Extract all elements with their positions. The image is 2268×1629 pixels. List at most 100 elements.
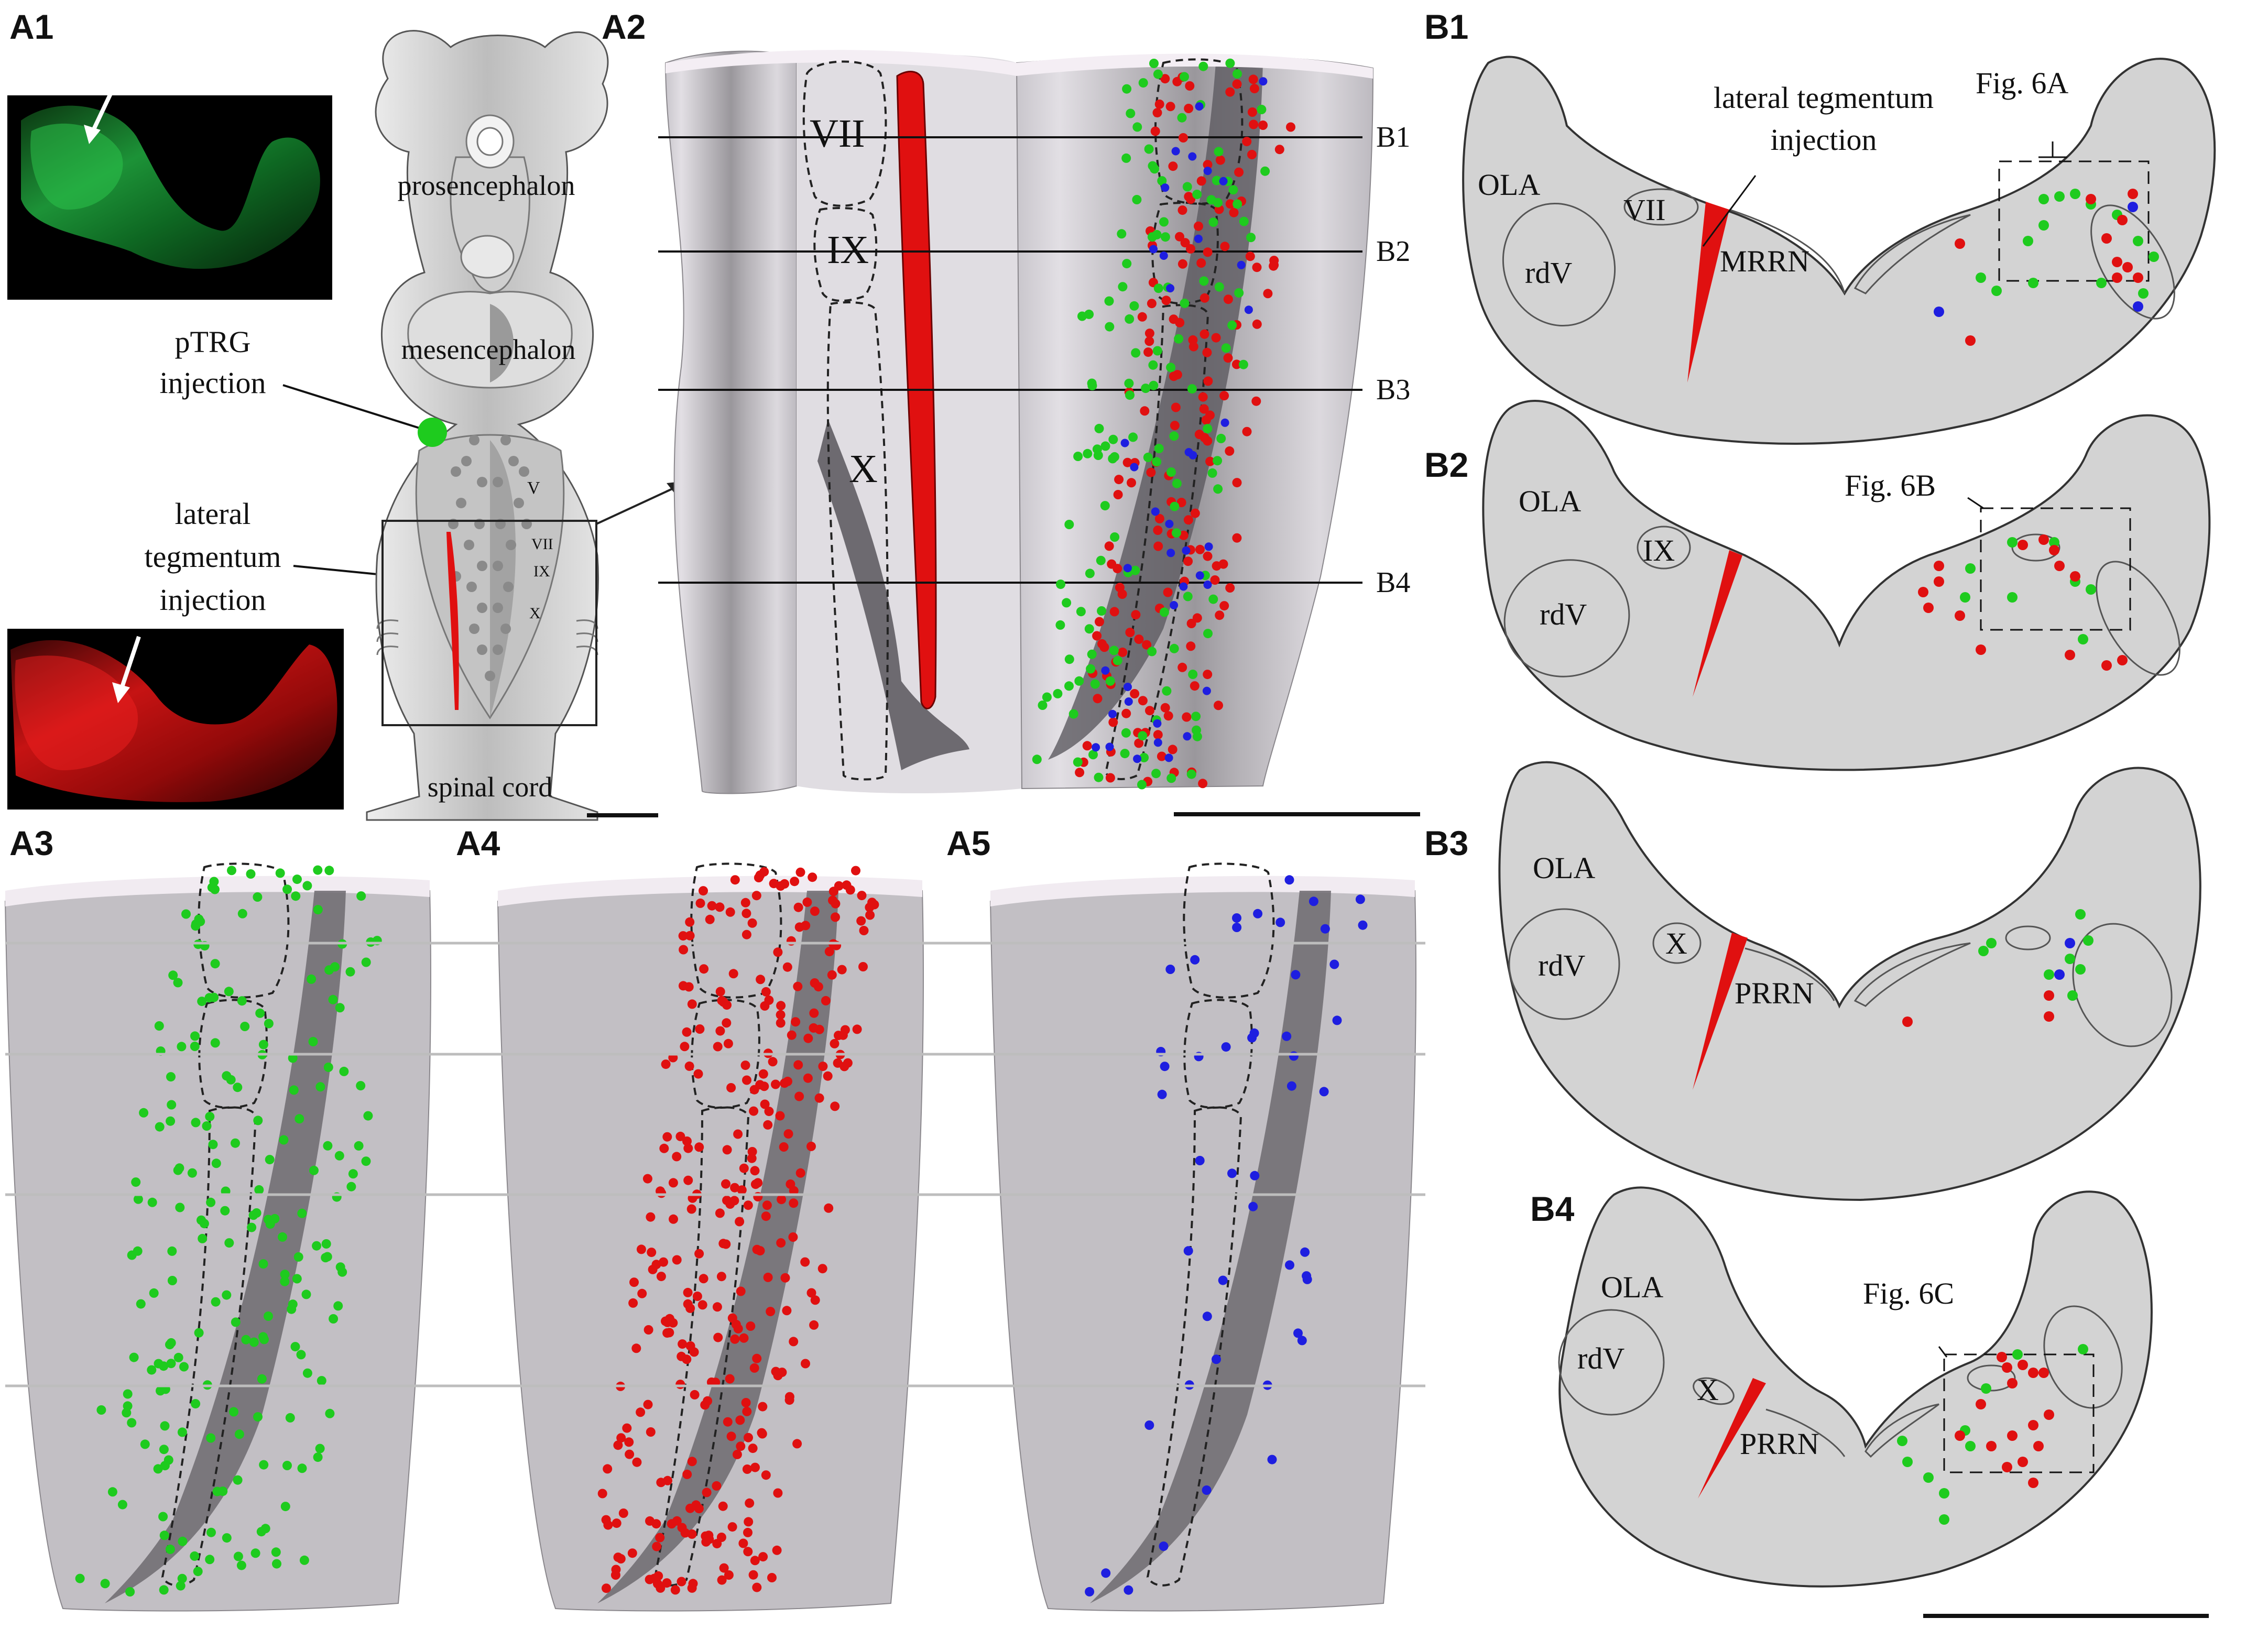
red-cell-marker — [1122, 457, 1132, 467]
blue-cell-marker — [1124, 697, 1133, 706]
green-cell-marker — [1150, 164, 1160, 174]
blue-cell-marker — [1153, 738, 1162, 747]
red-cell-marker — [2044, 1011, 2054, 1022]
green-cell-marker — [1183, 592, 1193, 602]
red-cell-marker — [748, 1444, 758, 1453]
green-cell-marker — [1032, 755, 1042, 764]
red-cell-marker — [693, 1069, 703, 1079]
red-cell-marker — [735, 1217, 745, 1227]
blue-cell-marker — [1358, 920, 1368, 930]
red-cell-marker — [1113, 490, 1123, 499]
red-cell-marker — [685, 1341, 695, 1351]
green-cell-marker — [337, 1267, 347, 1277]
blue-cell-marker — [1218, 1275, 1228, 1285]
blue-cell-marker — [1157, 1089, 1167, 1099]
red-cell-marker — [1211, 333, 1221, 343]
red-cell-marker — [699, 886, 708, 896]
green-cell-marker — [1064, 654, 1074, 664]
red-cell-marker — [1172, 76, 1182, 86]
green-cell-marker — [1192, 190, 1202, 199]
red-cell-marker — [1223, 353, 1233, 363]
red-cell-marker — [723, 1038, 733, 1048]
green-cell-marker — [198, 1233, 208, 1243]
red-cell-marker — [651, 1260, 661, 1270]
green-cell-marker — [193, 1567, 203, 1577]
blue-cell-marker — [1160, 1062, 1170, 1072]
red-cell-marker — [613, 1440, 623, 1450]
red-cell-marker — [1215, 610, 1225, 620]
a2-level-b2: B2 — [1376, 235, 1410, 268]
red-cell-marker — [659, 1143, 669, 1153]
green-cell-marker — [167, 1246, 177, 1256]
green-cell-marker — [1073, 452, 1083, 461]
red-cell-marker — [1163, 587, 1173, 597]
red-cell-marker — [1200, 329, 1209, 339]
blue-cell-marker — [1203, 581, 1212, 589]
b4-label-ola: OLA — [1601, 1270, 1663, 1304]
green-cell-marker — [282, 1461, 292, 1470]
green-cell-marker — [1151, 769, 1161, 779]
green-cell-marker — [147, 1197, 157, 1207]
green-cell-marker — [1152, 457, 1162, 467]
red-cell-marker — [624, 1437, 634, 1447]
green-cell-marker — [313, 1452, 323, 1462]
red-cell-marker — [1229, 207, 1239, 217]
scale-bar-a2 — [1174, 812, 1420, 816]
green-cell-marker — [222, 1533, 232, 1543]
red-cell-marker — [733, 1129, 743, 1139]
blue-cell-marker — [1166, 284, 1175, 293]
red-cell-marker — [795, 1168, 805, 1178]
green-cell-marker — [227, 866, 236, 876]
green-cell-marker — [1238, 359, 1248, 369]
red-cell-marker — [687, 1457, 697, 1467]
a2-level-b3: B3 — [1376, 374, 1410, 406]
green-cell-marker — [1087, 381, 1097, 390]
green-cell-marker — [1038, 701, 1048, 710]
green-cell-marker — [323, 1062, 333, 1072]
b1-label-mrrn: MRRN — [1720, 244, 1809, 278]
red-cell-marker — [763, 1120, 773, 1130]
red-cell-marker — [865, 910, 875, 920]
b1-injection-label-line1: lateral tegmentum — [1714, 81, 1934, 115]
red-cell-marker — [643, 1400, 653, 1409]
red-cell-marker — [1105, 773, 1115, 783]
green-cell-marker — [1186, 769, 1196, 779]
green-cell-marker — [1213, 484, 1223, 494]
red-cell-marker — [750, 1556, 760, 1566]
blue-cell-marker — [1227, 1168, 1237, 1178]
red-cell-marker — [695, 898, 705, 908]
blue-cell-marker — [1248, 1201, 1258, 1211]
red-cell-marker — [1252, 319, 1262, 329]
green-cell-marker — [247, 1222, 257, 1232]
red-cell-marker — [730, 875, 740, 885]
red-cell-marker — [719, 1563, 729, 1573]
green-cell-marker — [140, 1439, 150, 1449]
red-cell-marker — [722, 1145, 732, 1155]
red-cell-marker — [664, 1314, 674, 1324]
blue-cell-marker — [1237, 260, 1246, 269]
red-cell-marker — [690, 1390, 700, 1400]
green-cell-marker — [1188, 670, 1198, 679]
red-cell-marker — [622, 1423, 632, 1433]
green-cell-marker — [1097, 606, 1107, 616]
red-cell-marker — [814, 1024, 824, 1034]
red-cell-marker — [768, 1057, 778, 1067]
red-cell-marker — [2002, 1462, 2012, 1472]
green-cell-marker — [1121, 728, 1131, 738]
red-cell-marker — [675, 1380, 685, 1390]
b1-label-ola: OLA — [1478, 168, 1540, 202]
red-cell-marker — [655, 1533, 665, 1543]
red-cell-marker — [677, 1577, 686, 1587]
green-cell-marker — [1260, 166, 1270, 176]
b3-label-ola: OLA — [1533, 851, 1595, 885]
green-cell-marker — [1138, 78, 1148, 88]
green-cell-marker — [324, 866, 334, 876]
green-cell-marker — [1064, 681, 1074, 691]
green-cell-marker — [1187, 384, 1197, 394]
svg-text:pTRG: pTRG — [175, 325, 251, 359]
red-cell-marker — [1286, 122, 1295, 132]
green-cell-marker — [1166, 467, 1176, 477]
green-cell-marker — [190, 1031, 200, 1041]
green-cell-marker — [356, 891, 366, 901]
red-cell-marker — [1269, 256, 1279, 266]
